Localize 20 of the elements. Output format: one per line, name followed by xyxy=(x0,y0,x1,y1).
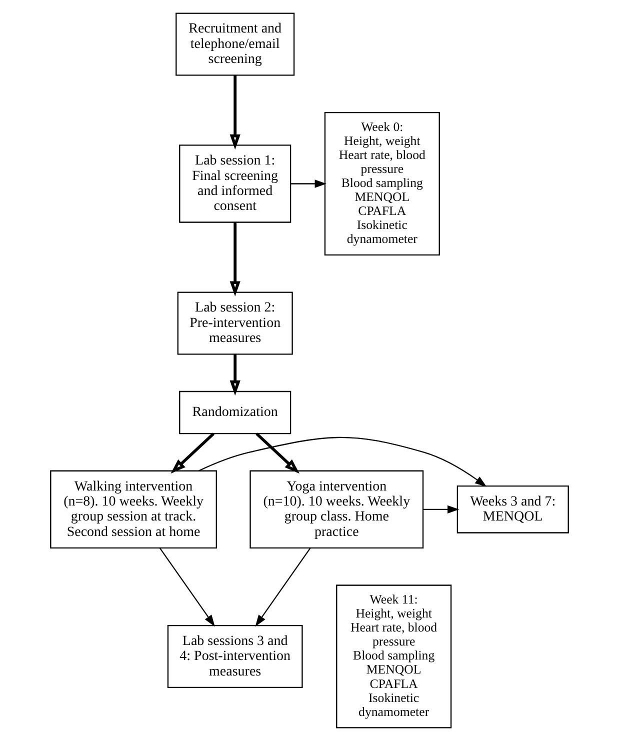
node-box: Week 11: Height, weight Heart rate, blood pressure Blood sampling MENQOL CPAFLA Isokinetic dynamometer xyxy=(336,584,452,728)
node-box: Lab session 1: Final screening and informed consent xyxy=(178,144,291,223)
arrow xyxy=(158,548,214,627)
arrow xyxy=(255,432,300,474)
arrow xyxy=(422,505,459,514)
node-box: Randomization xyxy=(178,390,291,434)
arrow xyxy=(229,222,240,296)
node-box: Yoga intervention (n=10). 10 weeks. Weekly group class. Home practice xyxy=(249,470,424,548)
arrow xyxy=(170,432,214,474)
arrow xyxy=(254,548,310,627)
node-box: Lab sessions 3 and 4: Post-intervention measures xyxy=(166,624,302,688)
arrow xyxy=(229,354,240,396)
node-box: Weeks 3 and 7: MENQOL xyxy=(456,485,568,534)
arrow xyxy=(290,180,326,188)
arrow xyxy=(198,436,486,487)
node-box: Week 0: Height, weight Heart rate, blood pressure Blood sampling MENQOL CPAFLA Isokinetic dynamometer xyxy=(324,112,440,256)
node-box: Recruitment and telephone/email screening xyxy=(175,12,294,76)
arrow xyxy=(229,76,240,150)
node-box: Walking intervention (n=8). 10 weeks. Weekly group session at track. Second session at home xyxy=(50,470,216,548)
node-box: Lab session 2: Pre-intervention measures xyxy=(176,292,292,355)
